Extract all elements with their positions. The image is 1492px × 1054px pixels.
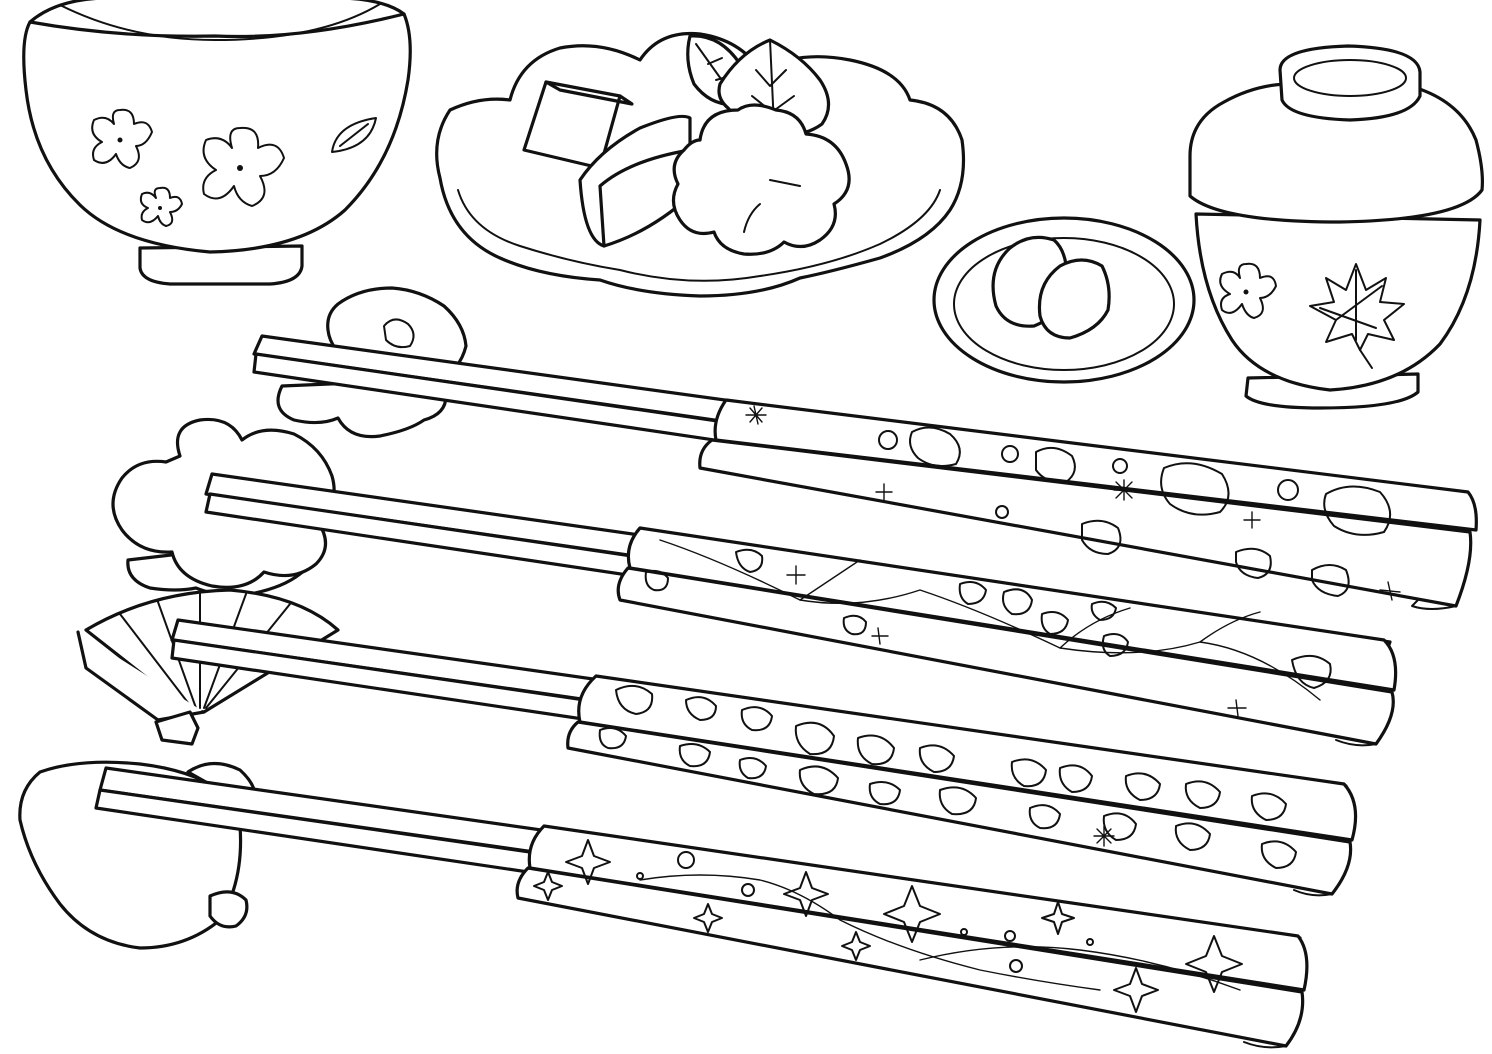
star-pattern-icon <box>534 840 1242 1012</box>
sparkle-icon <box>1094 826 1114 846</box>
sparkle-icon <box>746 406 1400 600</box>
cherry-blossom-icon <box>1220 264 1276 318</box>
cherry-blossom-icon <box>92 110 152 168</box>
chopstick-pair-flower-petals <box>254 336 1476 609</box>
chopstick-pair-dense-petals <box>172 620 1356 895</box>
lidded-soup-bowl <box>1190 46 1482 408</box>
petal-icon <box>332 118 376 152</box>
cherry-blossom-icon <box>141 188 182 226</box>
maple-leaf-icon <box>1310 264 1404 368</box>
chopstick-pair-stars-and-sparkles <box>96 768 1307 1047</box>
petal-pattern-icon <box>600 686 1296 868</box>
rice-bowl <box>24 0 411 284</box>
petal-pattern-icon <box>879 427 1390 596</box>
cherry-blossom-icon <box>203 128 284 206</box>
main-plate <box>437 34 964 296</box>
sparkle-icon <box>787 566 1246 716</box>
branch-pattern-icon <box>646 540 1331 700</box>
chopstick-pair-branch-and-blossoms <box>206 474 1396 745</box>
flower-cake-icon <box>673 105 849 254</box>
small-dish <box>934 218 1194 382</box>
